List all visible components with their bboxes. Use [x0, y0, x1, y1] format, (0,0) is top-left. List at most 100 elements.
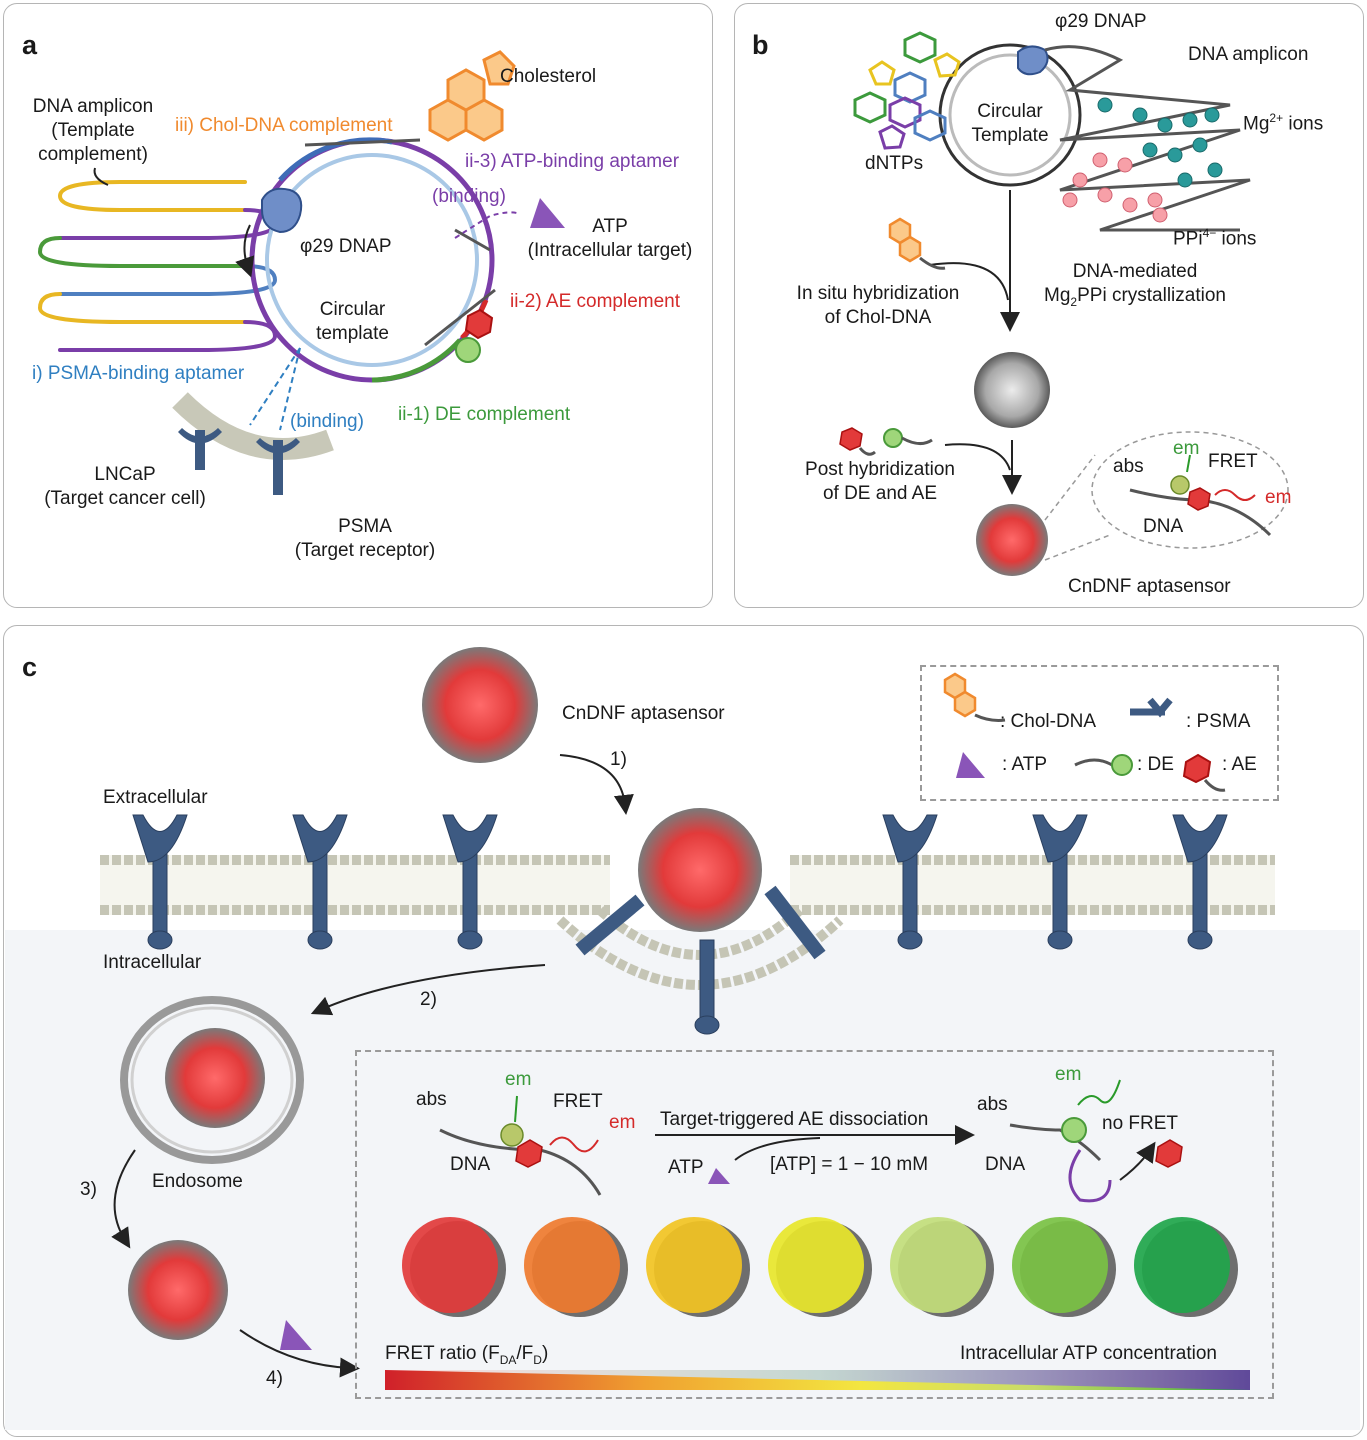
psma-receptors-c	[132, 814, 1228, 1035]
de-fluorophore-icon	[455, 337, 481, 363]
in-situ-label: In situ hybridization of Chol-DNA	[796, 283, 960, 328]
lncap-label: LNCaP (Target cancer cell)	[44, 464, 206, 509]
inset-abs-left: abs	[416, 1089, 447, 1110]
circular-template-inner	[265, 153, 479, 367]
binding-bottom-label: (binding)	[290, 411, 364, 432]
panel-b-frame	[734, 3, 1364, 608]
em-green-label-b: em	[1173, 438, 1200, 459]
dntps-icons	[853, 31, 961, 150]
amplicon-pointer	[93, 167, 109, 186]
ppi-ions-label: PPi4− ions	[1173, 226, 1257, 250]
abs-label-b: abs	[1113, 456, 1144, 477]
fret-ratio-label: FRET ratio (FDA/FD)	[385, 1343, 549, 1367]
panel-a-label: a	[22, 30, 38, 60]
dna-amplicon-coil	[1044, 45, 1251, 232]
psma-receptors-a	[178, 428, 300, 495]
binding-top-label: (binding)	[432, 186, 506, 207]
chol-dna-icon-b	[888, 217, 922, 263]
legend-psma-icon	[1130, 697, 1173, 718]
inset-atp-range: [ATP] = 1 − 10 mM	[770, 1154, 929, 1175]
aptasensor-binding	[638, 808, 762, 932]
aptasensor-color-3	[646, 1217, 742, 1313]
inset-em-green-left: em	[505, 1069, 532, 1090]
extracellular-label: Extracellular	[103, 787, 208, 808]
inset-em-red: em	[609, 1112, 636, 1133]
em-red-label-b: em	[1265, 487, 1292, 508]
endosome-label: Endosome	[152, 1171, 243, 1192]
aptasensor-top	[422, 647, 538, 763]
legend-ae-icon	[1182, 753, 1212, 784]
legend-chol-dna-label: : Chol-DNA	[1000, 711, 1097, 732]
dna-mediated-label: DNA-mediated Mg2PPi crystallization	[1044, 261, 1226, 309]
atp-gradient-wedge	[385, 1370, 1250, 1390]
aptasensor-color-4	[768, 1217, 864, 1313]
phi29-dnap-icon	[261, 187, 303, 234]
legend-atp-icon	[956, 752, 985, 778]
aptasensor-red-b	[976, 504, 1048, 576]
phi29-label-a: φ29 DNAP	[300, 236, 392, 257]
dna-amplicon-strands	[37, 180, 278, 352]
step-1-label: 1)	[610, 749, 627, 770]
inset-dna-right: DNA	[985, 1154, 1026, 1175]
mg-ions	[1097, 97, 1223, 188]
inset-atp: ATP	[668, 1157, 704, 1178]
phi29-label-b: φ29 DNAP	[1055, 11, 1147, 32]
atp-icon-c	[280, 1320, 312, 1350]
post-hyb-label: Post hybridization of DE and AE	[805, 459, 955, 504]
atp-target-label: ATP (Intracellular target)	[527, 216, 693, 261]
circular-template-label-b: Circular Template	[971, 101, 1049, 146]
binding-top-arrow	[454, 211, 521, 239]
legend-atp-label: : ATP	[1002, 754, 1048, 775]
step-3-label: 3)	[80, 1179, 97, 1200]
inset-no-fret: no FRET	[1102, 1113, 1179, 1134]
aptasensor-color-2	[524, 1217, 620, 1313]
cholesterol-label: Cholesterol	[500, 66, 597, 87]
circular-template-label-a: Circular template	[316, 299, 389, 344]
de-complement-label: ii-1) DE complement	[398, 404, 571, 425]
panel-c-label: c	[22, 652, 38, 682]
legend-box	[920, 665, 1279, 801]
ppi-ions	[1062, 152, 1168, 223]
psma-aptamer-label: i) PSMA-binding aptamer	[32, 363, 245, 384]
dna-amplicon-label-b: DNA amplicon	[1188, 44, 1309, 65]
legend-ae-label: : AE	[1222, 754, 1257, 775]
aptasensor-color-1	[402, 1217, 498, 1313]
sensor-color-series	[402, 1217, 1238, 1317]
inset-abs-right: abs	[977, 1094, 1008, 1115]
panel-b-label: b	[752, 30, 769, 60]
endosome-membrane	[120, 996, 304, 1164]
inset-box	[355, 1050, 1274, 1399]
atp-aptamer-label: ii-3) ATP-binding aptamer	[465, 151, 680, 172]
legend-psma-label: : PSMA	[1186, 711, 1251, 732]
aptasensor-color-5	[890, 1217, 986, 1313]
mg-ions-label: Mg2+ ions	[1243, 111, 1324, 135]
aptasensor-color-6	[1012, 1217, 1108, 1313]
legend-de-icon	[1111, 754, 1133, 776]
step-4-label: 4)	[266, 1368, 283, 1389]
aptasensor-color-7	[1134, 1217, 1230, 1313]
inset-dna-left: DNA	[450, 1154, 491, 1175]
fret-label-b: FRET	[1208, 451, 1258, 472]
aptasensor-endosome	[165, 1028, 265, 1128]
legend-chol-dna-icon	[943, 672, 977, 718]
atp-concentration-label: Intracellular ATP concentration	[960, 1343, 1217, 1364]
dna-label-b: DNA	[1143, 516, 1184, 537]
chol-dna-complement-label: iii) Chol-DNA complement	[175, 115, 393, 136]
legend-de-label: : DE	[1137, 754, 1174, 775]
cholesterol-icon	[428, 50, 516, 142]
inset-em-green-right: em	[1055, 1064, 1082, 1085]
fret-inset-ellipse	[1091, 431, 1289, 549]
aptasensor-label-c: CnDNF aptasensor	[562, 703, 725, 724]
lncap-membrane	[172, 392, 334, 460]
step-2-label: 2)	[420, 989, 437, 1010]
dna-amplicon-label: DNA amplicon (Template complement)	[32, 96, 154, 165]
dntps-label: dNTPs	[865, 153, 924, 174]
atp-icon	[530, 198, 565, 228]
aptasensor-released	[128, 1240, 228, 1340]
panel-a-frame	[3, 3, 713, 608]
inset-trigger: Target-triggered AE dissociation	[660, 1109, 929, 1130]
ae-quencher-icon	[464, 308, 494, 340]
